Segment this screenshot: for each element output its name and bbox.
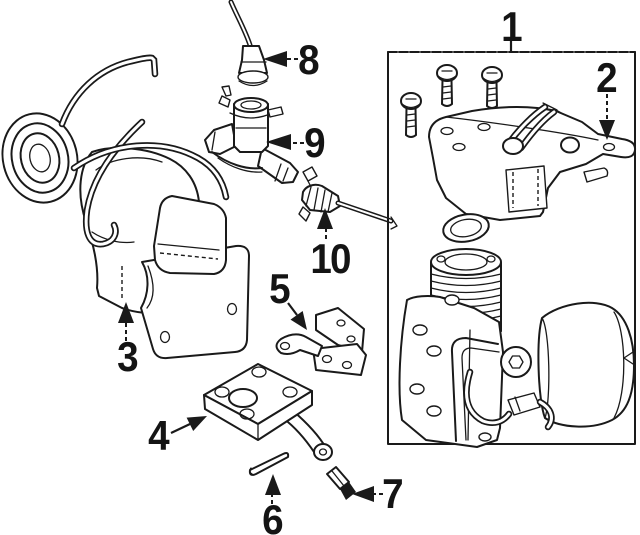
shield-bracket-drawing	[140, 244, 250, 360]
callout-10: 10	[310, 235, 351, 282]
callout-1: 1	[501, 3, 523, 50]
spacer-pin-drawing	[248, 452, 290, 476]
o-ring-drawing	[442, 213, 490, 243]
callout-9: 9	[304, 119, 326, 166]
pressure-sensor-drawing	[298, 166, 398, 230]
mounting-bracket-drawing	[275, 307, 367, 376]
compressor-cover-drawing	[428, 102, 637, 221]
compressor-motor-drawing	[537, 301, 635, 428]
isolator-plate-drawing	[203, 363, 333, 461]
compressor-block-drawing	[398, 294, 552, 448]
callout-2: 2	[596, 54, 618, 101]
callout-4: 4	[148, 412, 170, 459]
coiled-air-line-drawing	[1, 112, 79, 204]
callout-7: 7	[382, 470, 404, 517]
connector-cap-drawing	[231, 2, 269, 87]
cover-cap-drawing	[153, 195, 227, 275]
callout-3: 3	[117, 333, 139, 380]
callout-6: 6	[262, 496, 284, 535]
callout-5: 5	[269, 265, 291, 312]
compressor-assembly-drawing	[1, 58, 250, 360]
solenoid-valve-drawing	[204, 85, 299, 184]
callout-8: 8	[298, 36, 320, 83]
retainer-clip-drawing	[326, 466, 356, 500]
callout-arrows	[118, 40, 615, 504]
mounting-bolts-drawing	[400, 64, 503, 138]
